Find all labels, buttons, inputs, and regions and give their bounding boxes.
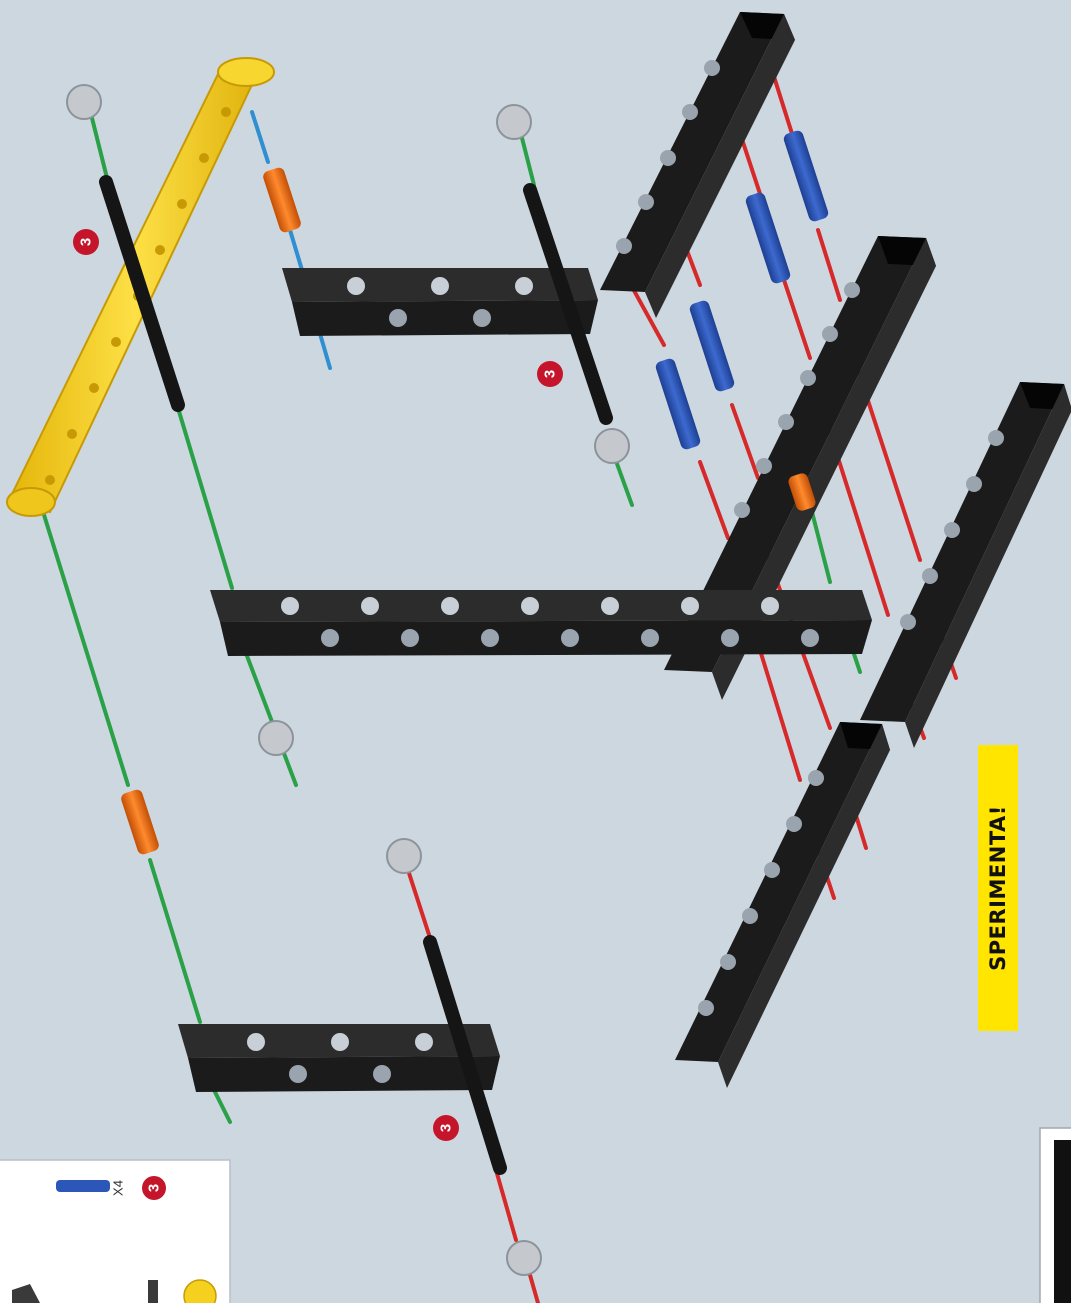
liftarm-hole: [67, 429, 77, 439]
beam-hole: [734, 502, 750, 518]
beam-hole: [822, 326, 838, 342]
beam-hole: [347, 277, 365, 295]
count-badge: 3: [73, 229, 99, 255]
beam-hole: [721, 629, 739, 647]
beam-hole: [742, 908, 758, 924]
next-step-frame: [1040, 1128, 1071, 1303]
beam-hole: [415, 1033, 433, 1051]
beam-hole: [944, 522, 960, 538]
beam-hole: [481, 629, 499, 647]
beam-hole: [786, 816, 802, 832]
parts-count-badge-text: 3: [146, 1184, 163, 1192]
beam-hole: [389, 309, 407, 327]
beam-short-upper: [282, 268, 598, 336]
beam-hole: [515, 277, 533, 295]
beam-hole: [281, 597, 299, 615]
beam-hole: [922, 568, 938, 584]
bush: [387, 839, 421, 873]
bush: [507, 1241, 541, 1275]
beam-hole: [473, 309, 491, 327]
beam-hole: [561, 629, 579, 647]
sperimenta-tag: SPERIMENTA!: [978, 745, 1018, 1031]
liftarm-hole: [221, 107, 231, 117]
beam-hole: [808, 770, 824, 786]
beam-hole: [764, 862, 780, 878]
beam-hole: [289, 1065, 307, 1083]
count-badge: 3: [537, 361, 563, 387]
beam-hole: [844, 282, 860, 298]
beam-hole: [441, 597, 459, 615]
parts-count-badge: 3: [142, 1176, 166, 1200]
part-black-beam-icon: [1054, 1140, 1071, 1303]
liftarm-hole: [89, 383, 99, 393]
count-badge-text: 3: [542, 370, 559, 378]
beam-hole: [720, 954, 736, 970]
beam-hole: [616, 238, 632, 254]
beam-hole: [521, 597, 539, 615]
beam-hole: [431, 277, 449, 295]
beam-hole: [698, 1000, 714, 1016]
beam-hole: [681, 597, 699, 615]
liftarm-hole: [155, 245, 165, 255]
bush: [595, 429, 629, 463]
beam-hole: [801, 629, 819, 647]
beam-hole: [401, 629, 419, 647]
parts-list-panel: X4 3: [0, 1160, 230, 1303]
beam-hole: [247, 1033, 265, 1051]
bush: [497, 105, 531, 139]
beam-hole: [361, 597, 379, 615]
sperimenta-label: SPERIMENTA!: [986, 805, 1010, 971]
count-badge: 3: [433, 1115, 459, 1141]
beam-hole: [800, 370, 816, 386]
part-axle-icon: [148, 1280, 158, 1303]
beam-hole: [331, 1033, 349, 1051]
beam-hole: [641, 629, 659, 647]
bush: [259, 721, 293, 755]
beam-hole: [638, 194, 654, 210]
beam-hole: [321, 629, 339, 647]
liftarm-hole: [45, 475, 55, 485]
beam-long-horizontal: [210, 590, 872, 656]
beam-hole: [756, 458, 772, 474]
part-pin-quantity: X4: [111, 1180, 126, 1196]
beam-hole: [988, 430, 1004, 446]
beam-hole: [778, 414, 794, 430]
beam-hole: [601, 597, 619, 615]
count-badge-text: 3: [438, 1124, 455, 1132]
count-badge-text: 3: [78, 238, 95, 246]
beam-hole: [966, 476, 982, 492]
liftarm-hole: [199, 153, 209, 163]
beam-hole: [900, 614, 916, 630]
beam-hole: [373, 1065, 391, 1083]
liftarm-hole: [177, 199, 187, 209]
liftarm-hole: [111, 337, 121, 347]
bush: [67, 85, 101, 119]
beam-hole: [660, 150, 676, 166]
beam-hole: [761, 597, 779, 615]
beam-hole: [682, 104, 698, 120]
beam-hole: [704, 60, 720, 76]
part-blue-pin-icon: [56, 1180, 110, 1192]
